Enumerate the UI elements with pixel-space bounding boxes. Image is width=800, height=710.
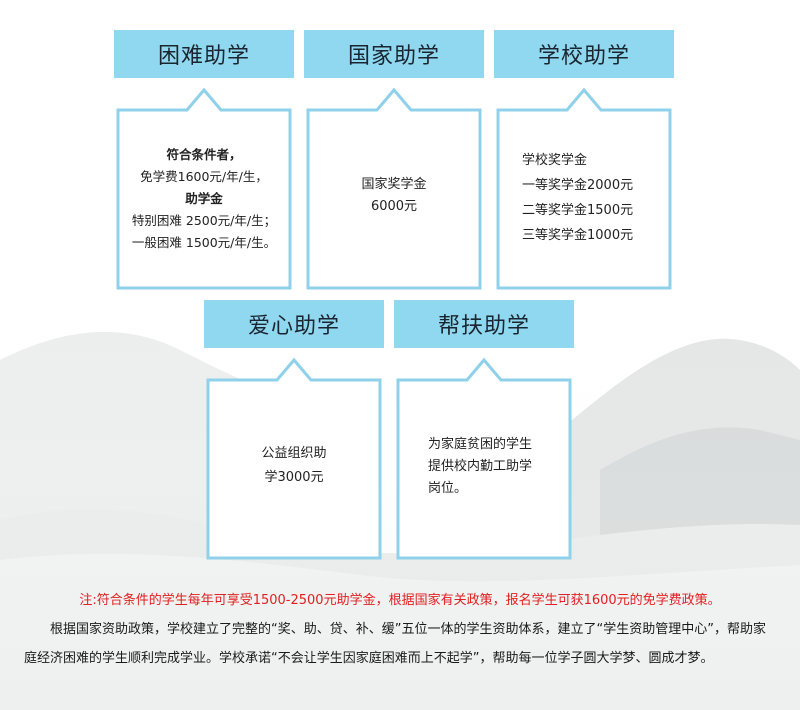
card-line: 一般困难 1500元/年/生。 bbox=[131, 235, 277, 250]
card-title: 帮扶助学 bbox=[394, 300, 574, 348]
notes-section: 注:符合条件的学生每年可享受1500-2500元助学金，根据国家有关政策，报名学… bbox=[0, 586, 800, 673]
card-line: 岗位。 bbox=[428, 481, 468, 496]
card-outline bbox=[206, 357, 382, 560]
card-content: 公益组织助 学3000元 bbox=[210, 442, 378, 490]
card-line: 特别困难 2500元/年/生； bbox=[131, 213, 277, 228]
card-line: 免学费1600元/年/生， bbox=[140, 169, 268, 184]
card-line: 提供校内勤工助学 bbox=[428, 459, 533, 474]
card-content: 学校奖学金 一等奖学金2000元 二等奖学金1500元 三等奖学金1000元 bbox=[522, 148, 670, 248]
card-line: 为家庭贫困的学生 bbox=[428, 437, 533, 452]
card-outline bbox=[306, 87, 482, 290]
card-outline bbox=[396, 357, 572, 560]
card-line: 三等奖学金1000元 bbox=[522, 228, 634, 243]
policy-paragraph: 根据国家资助政策，学校建立了完整的“奖、助、贷、补、缓”五位一体的学生资助体系，… bbox=[24, 622, 766, 666]
policy-note: 注:符合条件的学生每年可享受1500-2500元助学金，根据国家有关政策，报名学… bbox=[79, 593, 721, 608]
card-hardship-aid: 困难助学 符合条件者， 免学费1600元/年/生， 助学金 特别困难 2500元… bbox=[114, 30, 294, 292]
card-title: 困难助学 bbox=[114, 30, 294, 78]
card-outline bbox=[116, 87, 292, 290]
card-line: 学校奖学金 bbox=[522, 153, 588, 168]
card-line: 学3000元 bbox=[264, 470, 324, 485]
card-national-aid: 国家助学 国家奖学金 6000元 bbox=[304, 30, 484, 292]
card-content: 国家奖学金 6000元 bbox=[310, 174, 478, 218]
card-line: 6000元 bbox=[370, 199, 418, 214]
card-title: 爱心助学 bbox=[204, 300, 384, 348]
card-title: 国家助学 bbox=[304, 30, 484, 78]
card-charity-aid: 爱心助学 公益组织助 学3000元 bbox=[204, 300, 384, 562]
card-line: 一等奖学金2000元 bbox=[522, 178, 634, 193]
card-support-aid: 帮扶助学 为家庭贫困的学生 提供校内勤工助学 岗位。 bbox=[394, 300, 574, 562]
card-line: 国家奖学金 bbox=[361, 177, 427, 192]
card-title: 学校助学 bbox=[494, 30, 674, 78]
card-line: 符合条件者， bbox=[166, 147, 242, 162]
card-line: 助学金 bbox=[185, 191, 223, 206]
card-outline bbox=[496, 87, 672, 290]
card-content: 符合条件者， 免学费1600元/年/生， 助学金 特别困难 2500元/年/生；… bbox=[120, 144, 288, 254]
card-content: 为家庭贫困的学生 提供校内勤工助学 岗位。 bbox=[428, 434, 568, 500]
card-school-aid: 学校助学 学校奖学金 一等奖学金2000元 二等奖学金1500元 三等奖学金10… bbox=[494, 30, 674, 292]
card-line: 公益组织助 bbox=[261, 446, 327, 461]
card-line: 二等奖学金1500元 bbox=[522, 203, 634, 218]
